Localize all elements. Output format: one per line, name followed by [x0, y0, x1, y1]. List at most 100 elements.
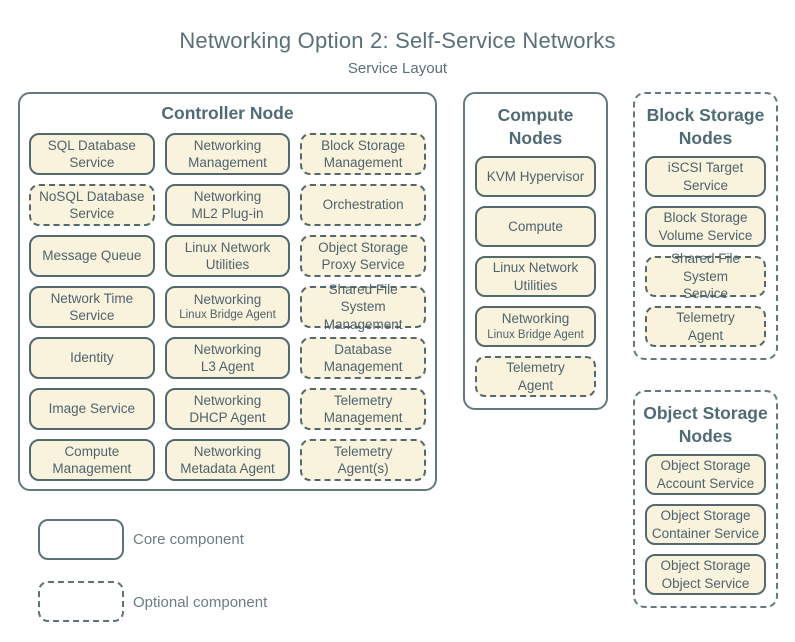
page-title: Networking Option 2: Self-Service Networ… [179, 28, 616, 53]
service-label: Block Storage [321, 137, 406, 153]
service-label: Networking [193, 443, 262, 459]
service-label: DHCP Agent [189, 410, 266, 426]
service-label: Service [69, 308, 115, 324]
service-label: Networking [193, 291, 262, 307]
legend-optional-label: Optional component [133, 594, 268, 611]
service-label: Networking [193, 392, 262, 408]
service-label: Shared File System [328, 281, 398, 315]
service-box: Image Service [29, 388, 155, 431]
service-label: Networking [193, 188, 262, 204]
service-label: Management [323, 316, 403, 332]
service-box: KVM Hypervisor [475, 156, 596, 198]
service-label: Image Service [48, 401, 135, 417]
service-label: Telemetry [333, 392, 393, 408]
service-label: Compute [508, 218, 563, 234]
service-label: Agent(s) [337, 461, 389, 477]
controller-node-title: Controller Node [161, 103, 294, 123]
object-storage-nodes-title: Object Storage Nodes [643, 403, 768, 447]
service-label: Object Storage [660, 458, 751, 474]
service-box: Compute [475, 206, 596, 248]
service-label: Telemetry [506, 360, 565, 376]
service-label: Object Storage [660, 508, 751, 524]
service-label: Container Service [651, 525, 760, 541]
service-label: Compute [64, 443, 120, 459]
service-label: Object Storage [660, 558, 751, 574]
service-label: Block Storage [663, 210, 748, 226]
legend-optional-swatch [38, 581, 124, 622]
service-label: Management [323, 359, 403, 375]
service-label: KVM Hypervisor [486, 168, 585, 184]
service-label: Networking [501, 311, 570, 327]
service-label: L3 Agent [200, 359, 255, 375]
compute-nodes-title: Compute Nodes [497, 105, 574, 149]
service-box: Orchestration [300, 184, 426, 227]
service-label: Database [334, 341, 393, 357]
service-label: Management [52, 461, 132, 477]
legend-core-swatch [38, 519, 124, 560]
service-label: Telemetry [333, 443, 393, 459]
service-label: Management [323, 410, 403, 426]
service-label: Shared File System [670, 251, 741, 284]
service-box: Identity [29, 337, 155, 380]
service-label: Linux Bridge Agent [487, 328, 584, 341]
service-label: Service [682, 177, 728, 193]
service-label: Utilities [513, 277, 558, 293]
service-label: Utilities [205, 257, 250, 273]
service-label: Object Service [661, 575, 750, 591]
service-label: iSCSI Target [667, 160, 744, 176]
service-label: Service [69, 155, 115, 171]
service-label: Management [323, 155, 403, 171]
service-label: Object Storage [318, 239, 409, 255]
service-label: Service [69, 206, 115, 222]
service-label: Proxy Service [321, 257, 405, 273]
service-label: Agent [687, 327, 724, 343]
service-label: Volume Service [658, 227, 753, 243]
service-label: Metadata Agent [180, 461, 275, 477]
service-label: Identity [70, 350, 114, 366]
service-label: Linux Bridge Agent [179, 309, 276, 322]
service-label: Linux Network [492, 260, 579, 276]
legend-core-label: Core component [133, 531, 244, 548]
service-label: Management [188, 155, 267, 171]
service-label: Telemetry [676, 310, 735, 326]
service-label: ML2 Plug-in [191, 206, 264, 222]
service-box: Message Queue [29, 235, 155, 278]
service-label: Network Time [50, 290, 134, 306]
block-storage-nodes-title: Block Storage Nodes [646, 105, 765, 149]
service-label: Agent [517, 377, 554, 393]
service-label: NoSQL Database [39, 188, 145, 204]
service-label: Linux Network [184, 239, 271, 255]
